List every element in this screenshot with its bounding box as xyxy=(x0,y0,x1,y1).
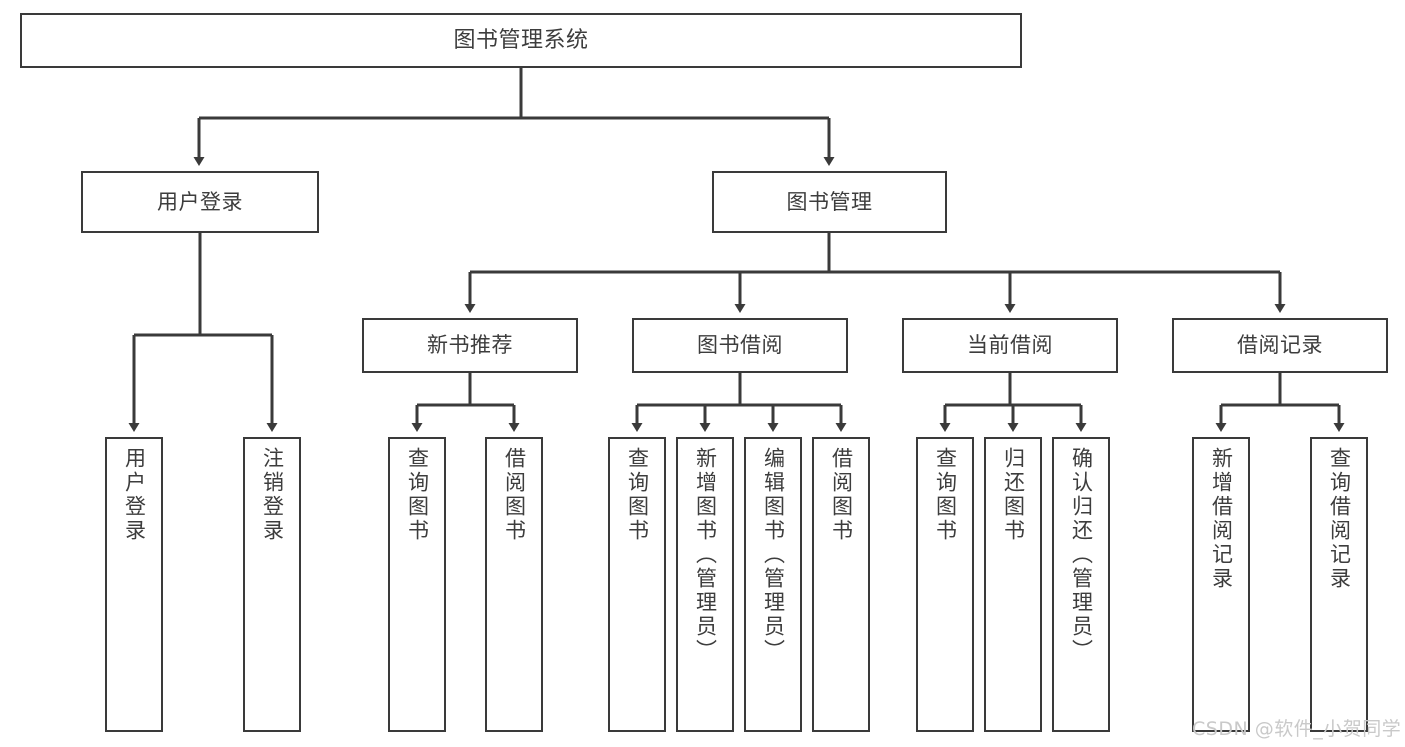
node-leaf-borrow-book-rec[interactable]: 借阅图书 xyxy=(485,437,543,732)
node-leaf-query-book-rec-label: 查询图书 xyxy=(405,447,430,543)
node-leaf-query-book-cur[interactable]: 查询图书 xyxy=(916,437,974,732)
node-leaf-add-record[interactable]: 新增借阅记录 xyxy=(1192,437,1250,732)
node-leaf-user-login[interactable]: 用户登录 xyxy=(105,437,163,732)
node-leaf-logout[interactable]: 注销登录 xyxy=(243,437,301,732)
node-leaf-borrow-book-label: 借阅图书 xyxy=(829,447,854,543)
node-leaf-query-record-label: 查询借阅记录 xyxy=(1327,447,1352,591)
node-leaf-borrow-book-rec-label: 借阅图书 xyxy=(502,447,527,543)
node-leaf-add-book[interactable]: 新增图书（管理员） xyxy=(676,437,734,732)
node-book-borrow-label: 图书借阅 xyxy=(697,333,783,358)
node-borrow-record[interactable]: 借阅记录 xyxy=(1172,318,1388,373)
node-leaf-borrow-book[interactable]: 借阅图书 xyxy=(812,437,870,732)
csdn-watermark: CSDN @软件_小贺同学 xyxy=(1192,718,1402,740)
node-leaf-query-book-borrow[interactable]: 查询图书 xyxy=(608,437,666,732)
node-leaf-query-book-cur-label: 查询图书 xyxy=(933,447,958,543)
node-leaf-add-record-label: 新增借阅记录 xyxy=(1209,447,1234,591)
node-current-borrow-label: 当前借阅 xyxy=(967,333,1053,358)
node-leaf-edit-book[interactable]: 编辑图书（管理员） xyxy=(744,437,802,732)
node-user-login[interactable]: 用户登录 xyxy=(81,171,319,233)
node-leaf-edit-book-label: 编辑图书（管理员） xyxy=(761,447,786,663)
node-book-borrow[interactable]: 图书借阅 xyxy=(632,318,848,373)
node-leaf-logout-label: 注销登录 xyxy=(260,447,285,543)
node-new-book-rec[interactable]: 新书推荐 xyxy=(362,318,578,373)
node-leaf-confirm-return[interactable]: 确认归还（管理员） xyxy=(1052,437,1110,732)
node-new-book-rec-label: 新书推荐 xyxy=(427,333,513,358)
node-leaf-user-login-label: 用户登录 xyxy=(122,447,147,543)
node-current-borrow[interactable]: 当前借阅 xyxy=(902,318,1118,373)
node-user-login-label: 用户登录 xyxy=(157,189,243,214)
node-root-label: 图书管理系统 xyxy=(453,27,589,53)
node-leaf-add-book-label: 新增图书（管理员） xyxy=(693,447,718,663)
node-leaf-query-book-rec[interactable]: 查询图书 xyxy=(388,437,446,732)
node-book-manage[interactable]: 图书管理 xyxy=(712,171,947,233)
node-leaf-query-book-borrow-label: 查询图书 xyxy=(625,447,650,543)
node-book-manage-label: 图书管理 xyxy=(786,189,873,214)
node-leaf-return-book[interactable]: 归还图书 xyxy=(984,437,1042,732)
node-leaf-query-record[interactable]: 查询借阅记录 xyxy=(1310,437,1368,732)
node-root[interactable]: 图书管理系统 xyxy=(20,13,1022,68)
node-leaf-return-book-label: 归还图书 xyxy=(1001,447,1026,543)
node-borrow-record-label: 借阅记录 xyxy=(1237,333,1323,358)
node-leaf-confirm-return-label: 确认归还（管理员） xyxy=(1069,447,1094,663)
